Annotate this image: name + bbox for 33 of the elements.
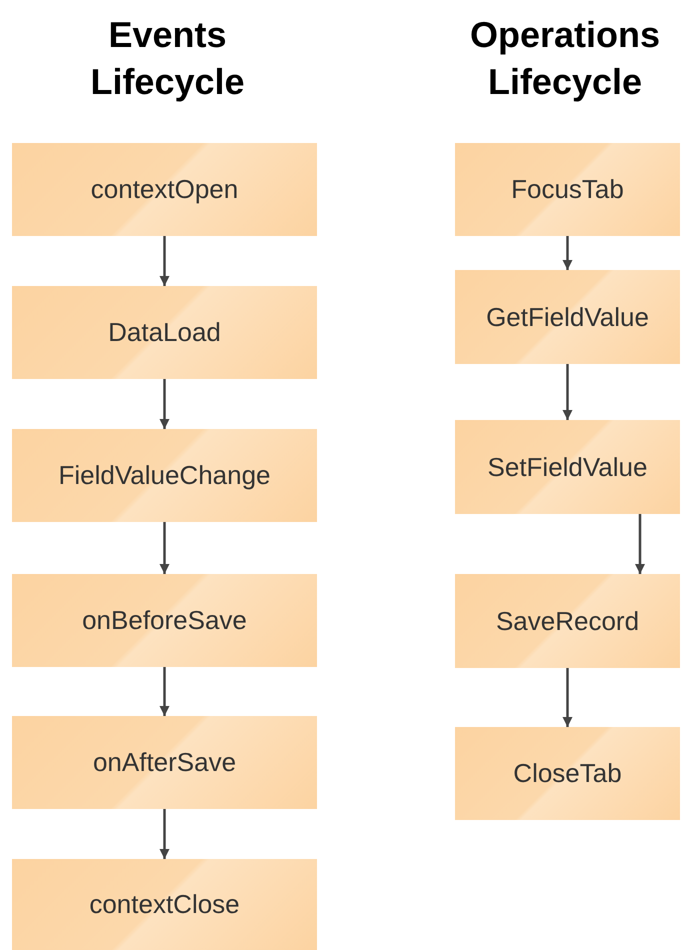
arrow <box>160 236 170 286</box>
box-label: onBeforeSave <box>82 605 247 636</box>
box-label: DataLoad <box>108 317 221 348</box>
process-box <box>12 716 317 809</box>
process-box <box>455 270 680 364</box>
box-label: SetFieldValue <box>488 452 648 482</box>
arrow <box>562 236 572 270</box>
box-label: CloseTab <box>513 758 622 789</box>
process-box <box>455 574 680 668</box>
process-box <box>12 574 317 667</box>
arrow <box>160 379 170 429</box>
box-label: GetFieldValue <box>486 302 649 332</box>
process-box <box>455 143 680 236</box>
box-label: contextClose <box>89 889 240 920</box>
arrow <box>160 522 170 574</box>
arrow <box>160 809 170 859</box>
box-label: contextOpen <box>90 174 238 205</box>
box-label: onAfterSave <box>92 747 236 778</box>
process-box <box>455 727 680 820</box>
arrow <box>562 668 572 727</box>
arrow <box>160 667 170 716</box>
process-box <box>12 143 317 236</box>
column-heading: Operations Lifecycle <box>468 13 662 104</box>
box-label: FocusTab <box>511 174 624 205</box>
process-box <box>12 286 317 379</box>
process-box <box>12 859 317 950</box>
box-label: SaveRecord <box>496 606 640 636</box>
process-box <box>12 429 317 522</box>
column-heading: Events Lifecycle <box>89 13 246 104</box>
box-label: FieldValueChange <box>58 460 270 491</box>
arrow <box>562 364 572 420</box>
arrow <box>635 514 645 574</box>
process-box <box>455 420 680 514</box>
